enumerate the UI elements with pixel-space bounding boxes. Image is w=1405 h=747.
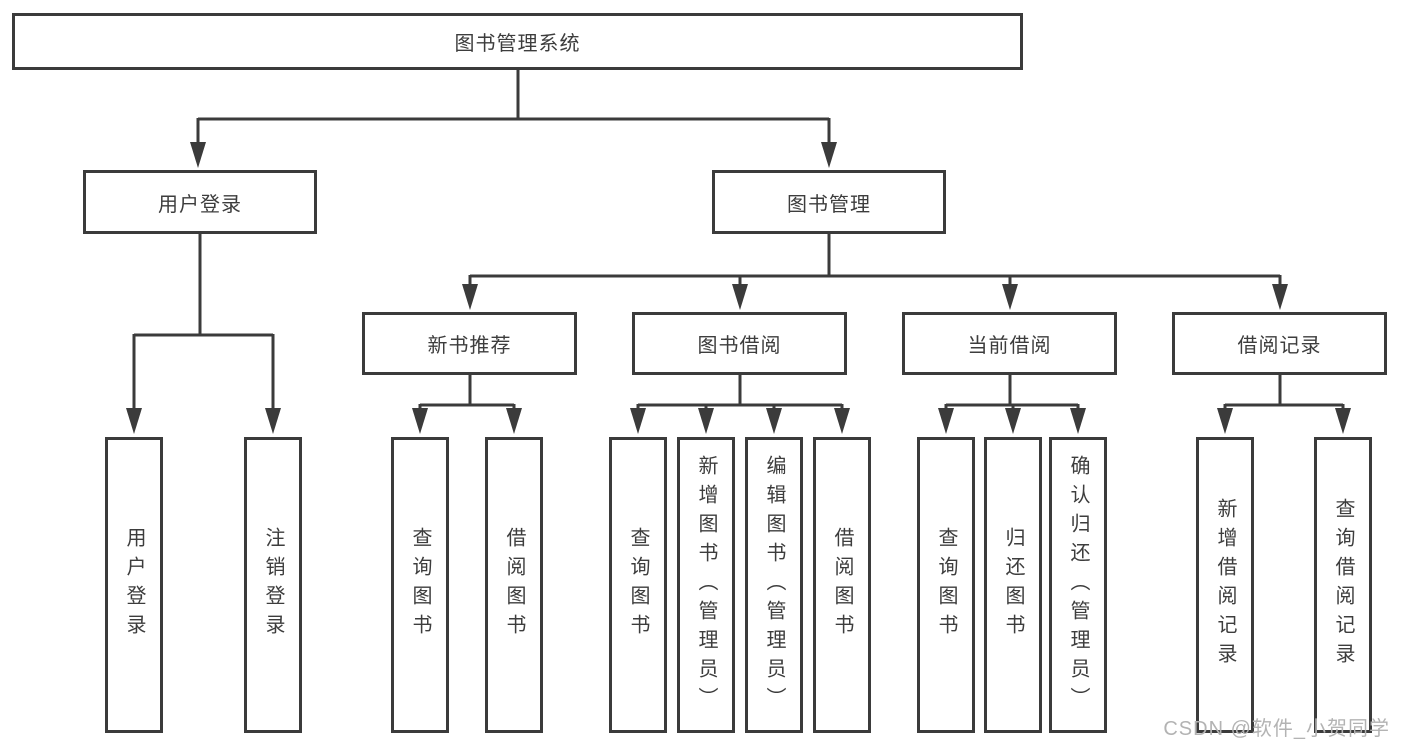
node-book-management: 图书管理 [712,170,946,234]
node-label: 图书管理系统 [454,33,581,55]
connector-newbook-group [412,375,522,434]
arrow-down-icon [126,408,142,434]
node-label: 注销登录 [262,527,284,643]
connector-line [636,375,844,414]
node-label: 查询图书 [409,527,431,643]
arrow-down-icon [1070,408,1086,434]
arrow-down-icon [821,142,837,168]
node-label: 确认归还（管理员） [1067,454,1089,716]
node-new-book-recommend: 新书推荐 [362,312,577,375]
arrow-down-icon [938,408,954,434]
node-leaf-query-books-3: 查询图书 [917,437,975,733]
arrow-down-icon [412,408,428,434]
node-label: 借阅记录 [1237,335,1322,357]
arrow-down-icon [732,284,748,310]
arrow-down-icon [766,408,782,434]
arrow-down-icon [1005,408,1021,434]
node-leaf-add-borrow-record: 新增借阅记录 [1196,437,1254,733]
arrow-down-icon [834,408,850,434]
node-label: 当前借阅 [967,335,1052,357]
node-leaf-query-books-2: 查询图书 [609,437,667,733]
node-label: 编辑图书（管理员） [763,454,785,716]
node-leaf-query-books-1: 查询图书 [391,437,449,733]
connector-userlogin-group [126,234,281,434]
connector-root-to-level2 [190,70,837,168]
node-label: 新增借阅记录 [1214,498,1236,672]
node-current-borrowing: 当前借阅 [902,312,1117,375]
node-leaf-borrow-books-1: 借阅图书 [485,437,543,733]
node-label: 用户登录 [158,193,242,216]
node-leaf-borrow-books-2: 借阅图书 [813,437,871,733]
connector-bookborrow-group [630,375,850,434]
node-label: 查询图书 [627,527,649,643]
arrow-down-icon [1335,408,1351,434]
connector-line [196,70,831,148]
node-leaf-edit-book-admin: 编辑图书（管理员） [745,437,803,733]
arrow-down-icon [698,408,714,434]
node-label: 借阅图书 [831,527,853,643]
connector-line [418,375,516,414]
node-leaf-add-book-admin: 新增图书（管理员） [677,437,735,733]
arrow-down-icon [190,142,206,168]
node-book-borrowing: 图书借阅 [632,312,847,375]
arrow-down-icon [265,408,281,434]
node-leaf-user-login: 用户登录 [105,437,163,733]
arrow-down-icon [630,408,646,434]
node-label: 借阅图书 [503,527,525,643]
node-label: 查询图书 [935,527,957,643]
arrow-down-icon [1217,408,1233,434]
node-label: 图书管理 [787,193,871,216]
node-label: 用户登录 [123,527,145,643]
node-label: 归还图书 [1002,527,1024,643]
arrow-down-icon [1272,284,1288,310]
node-label: 查询借阅记录 [1332,498,1354,672]
node-leaf-query-borrow-record: 查询借阅记录 [1314,437,1372,733]
node-label: 图书借阅 [697,335,782,357]
connector-line [468,234,1282,290]
node-leaf-logout: 注销登录 [244,437,302,733]
connector-bookmgmt-to-level3 [462,234,1288,310]
connector-line [132,234,275,414]
connector-currentborrow-group [938,375,1086,434]
connector-line [1223,375,1345,414]
arrow-down-icon [1002,284,1018,310]
node-library-system: 图书管理系统 [12,13,1023,70]
node-label: 新书推荐 [427,335,512,357]
connector-borrowrecord-group [1217,375,1351,434]
node-leaf-return-books: 归还图书 [984,437,1042,733]
arrow-down-icon [462,284,478,310]
node-user-login: 用户登录 [83,170,317,234]
node-borrow-records: 借阅记录 [1172,312,1387,375]
arrow-down-icon [506,408,522,434]
node-leaf-confirm-return-admin: 确认归还（管理员） [1049,437,1107,733]
node-label: 新增图书（管理员） [695,454,717,716]
